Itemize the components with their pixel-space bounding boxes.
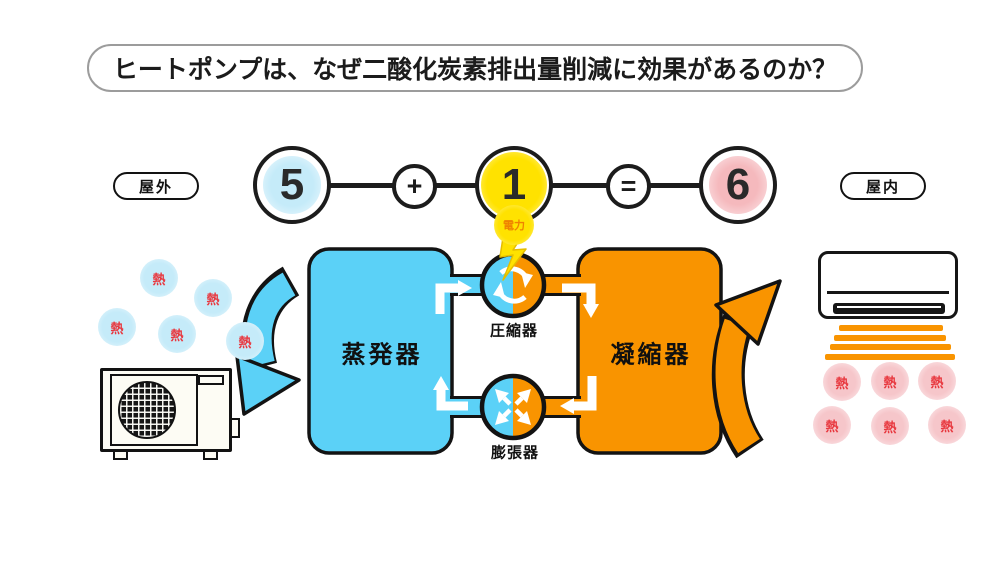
equals-operator-circle: = xyxy=(606,164,651,209)
heat-bubble: 熱 xyxy=(928,406,966,444)
heat-bubble-label: 熱 xyxy=(206,291,220,307)
outdoor-label-pill: 屋外 xyxy=(113,172,199,200)
power-value: 1 xyxy=(501,160,527,209)
heat-bubble: 熱 xyxy=(813,406,851,444)
warm-air-stripe xyxy=(825,354,955,360)
heat-bubble-label: 熱 xyxy=(110,320,124,336)
equals-sign: = xyxy=(620,171,637,201)
heat-bubble-label: 熱 xyxy=(835,375,849,391)
heat-bubble-label: 熱 xyxy=(152,271,166,287)
refrigerant-flow-arrows xyxy=(433,280,599,414)
expand-icon xyxy=(495,389,531,425)
heat-bubble: 熱 xyxy=(918,362,956,400)
indoor-unit-vent xyxy=(833,303,945,314)
heat-bubble-label: 熱 xyxy=(930,374,944,390)
heat-bubble: 熱 xyxy=(871,407,909,445)
warm-air-stripe xyxy=(839,325,943,331)
pipe-outlines xyxy=(450,274,581,418)
plus-sign: + xyxy=(406,171,423,201)
heat-bubble-label: 熱 xyxy=(170,327,184,343)
power-badge: 電力 xyxy=(494,205,534,245)
expansion-label: 膨張器 xyxy=(490,444,540,462)
heat-bubble: 熱 xyxy=(194,279,232,317)
heat-bubble: 熱 xyxy=(140,259,178,297)
heat-bubble: 熱 xyxy=(823,363,861,401)
equation-connector-line xyxy=(647,183,702,188)
indoor-label: 屋内 xyxy=(865,178,900,196)
expansion-cool-half xyxy=(482,376,513,438)
plus-operator-circle: + xyxy=(392,164,437,209)
heat-bubble-label: 熱 xyxy=(883,419,897,435)
heat-bubble: 熱 xyxy=(226,322,264,360)
equation-connector-line xyxy=(432,183,478,188)
compressor-cool-half xyxy=(482,254,513,316)
heat-bubble-label: 熱 xyxy=(940,418,954,434)
heat-bubble-label: 熱 xyxy=(825,418,839,434)
warm-air-stripe xyxy=(830,344,951,350)
outdoor-heat-value: 5 xyxy=(279,160,305,209)
compressor-label: 圧縮器 xyxy=(489,322,539,340)
heat-bubble: 熱 xyxy=(98,308,136,346)
title-banner: ヒートポンプは、なぜ二酸化炭素排出量削減に効果があるのか？ xyxy=(87,44,863,92)
heat-bubble: 熱 xyxy=(871,362,909,400)
heat-intake-arrow xyxy=(235,266,301,416)
power-badge-label: 電力 xyxy=(503,220,525,232)
outdoor-heat-value-circle: 5 xyxy=(253,146,331,224)
warm-glow xyxy=(709,156,767,214)
indoor-unit-panel-line xyxy=(827,291,949,294)
heat-bubble-label: 熱 xyxy=(883,374,897,390)
expansion-circle xyxy=(479,373,547,441)
outdoor-unit-vent xyxy=(198,375,224,385)
rotation-icon xyxy=(493,266,533,304)
heat-bubble-label: 熱 xyxy=(238,334,252,350)
compressor-warm-half xyxy=(513,254,544,316)
indoor-label-pill: 屋内 xyxy=(840,172,926,200)
expansion-warm-half xyxy=(513,376,544,438)
indoor-heat-value: 6 xyxy=(725,160,751,209)
heat-output-arrow xyxy=(711,279,782,459)
equation-connector-line xyxy=(550,183,610,188)
cool-glow xyxy=(263,156,321,214)
page-title: ヒートポンプは、なぜ二酸化炭素排出量削減に効果があるのか？ xyxy=(112,56,838,84)
warm-air-stripe xyxy=(834,335,946,341)
evaporator-box xyxy=(307,247,454,455)
indoor-heat-value-circle: 6 xyxy=(699,146,777,224)
evaporator-label: 蒸発器 xyxy=(341,341,423,369)
heat-bubble: 熱 xyxy=(158,315,196,353)
condenser-label: 凝縮器 xyxy=(610,341,692,369)
outdoor-label: 屋外 xyxy=(138,178,173,196)
outdoor-unit-fan-grille xyxy=(118,381,176,439)
equation-connector-line xyxy=(328,183,396,188)
vent-slit xyxy=(837,305,941,308)
